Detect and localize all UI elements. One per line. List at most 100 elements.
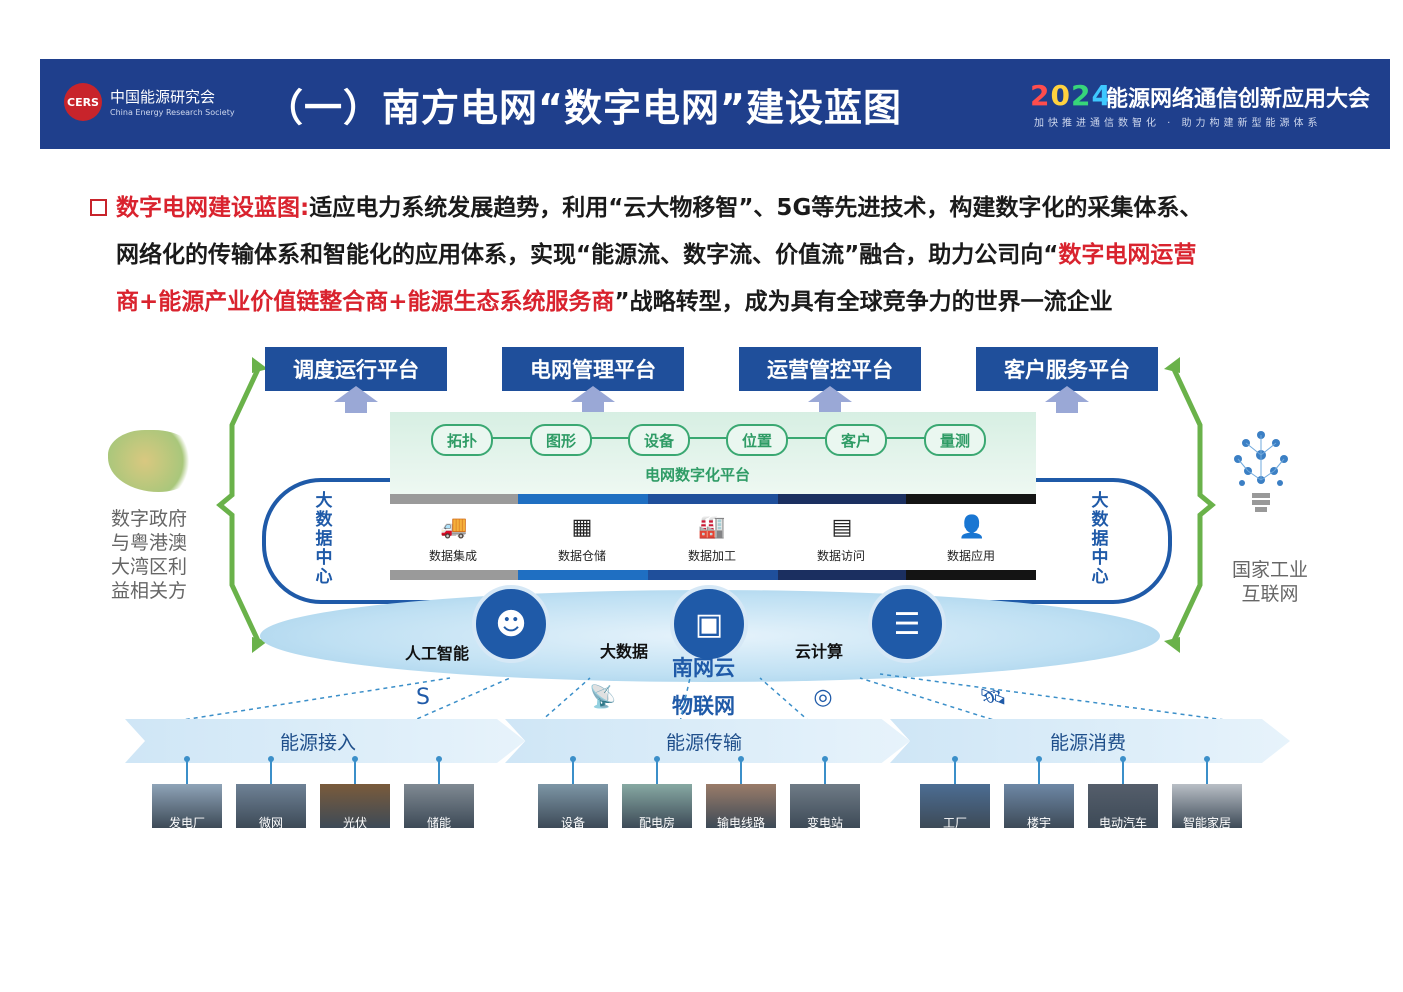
energy-photo [920, 784, 990, 828]
energy-item-label: 工厂 [942, 816, 967, 830]
connector-dot [654, 756, 660, 762]
platform-customer-service: 客户服务平台 [976, 347, 1158, 391]
energy-item-label: 配电房 [638, 816, 675, 830]
header-bar: CERS 中国能源研究会 China Energy Research Socie… [40, 59, 1390, 149]
warehouse-icon: ▦ [571, 515, 593, 540]
energy-photo [152, 784, 222, 828]
connector-pin [824, 758, 826, 784]
digital-platform-label: 电网数字化平台 [645, 466, 751, 484]
energy-photo [320, 784, 390, 828]
connector-dot [1120, 756, 1126, 762]
strip-segment [906, 570, 1036, 580]
intro-label: 数字电网建设蓝图: [116, 195, 310, 221]
node-equipment: 设备 [628, 424, 690, 456]
up-arrow-icon [334, 386, 378, 402]
left-side-line: 与粤港澳 [110, 532, 187, 554]
cloud-server-icon: ☰ [868, 585, 946, 663]
lightbulb-network-icon [1234, 431, 1288, 512]
node-connector [590, 437, 632, 439]
connector-pin [1038, 758, 1040, 784]
intro-line-1: 数字电网建设蓝图:适应电力系统发展趋势，利用“云大物移智”、5G等先进技术，构建… [116, 193, 1202, 223]
big-data-screen-icon: ▣ [670, 585, 748, 663]
tech-label-cloud-computing: 云计算 [795, 642, 844, 661]
connector-dot [822, 756, 828, 762]
energy-item-label: 电动汽车 [1098, 816, 1147, 830]
conference-subtitle: 加快推进通信数智化 · 助力构建新型能源体系 [1034, 118, 1322, 129]
platform-grid-management: 电网管理平台 [502, 347, 684, 391]
energy-band-access [125, 719, 525, 763]
connector-pin [572, 758, 574, 784]
intro-text-2: 网络化的传输体系和智能化的应用体系，实现“能源流、数字流、价值流”融合，助力公司… [116, 242, 1059, 268]
connector-dot [268, 756, 274, 762]
intro-line-2: 网络化的传输体系和智能化的应用体系，实现“能源流、数字流、价值流”融合，助力公司… [116, 240, 1196, 270]
left-bracket-arrow [216, 357, 268, 653]
node-graphics: 图形 [530, 424, 592, 456]
energy-photo [1088, 784, 1158, 828]
left-side-line: 大湾区利 [110, 556, 187, 578]
energy-item-label: 楼宇 [1026, 816, 1051, 830]
connector-dot [952, 756, 958, 762]
node-connector [786, 437, 828, 439]
strip-segment [648, 570, 778, 580]
bullet-square-icon [90, 199, 107, 216]
ai-head-icon: ☻ [472, 585, 550, 663]
year-digit: 4 [1091, 79, 1112, 112]
platform-dispatch: 调度运行平台 [265, 347, 447, 391]
strip-segment [390, 570, 518, 580]
conference-year: 2024 [1030, 79, 1112, 112]
connector-pin [186, 758, 188, 784]
func-label-application: 数据应用 [946, 549, 995, 563]
connector-pin [954, 758, 956, 784]
strip-segment [518, 494, 648, 504]
slide-title: （一）南方电网“数字电网”建设蓝图 [265, 86, 902, 130]
strip-segment [778, 570, 906, 580]
strip-segment [778, 494, 906, 504]
connector-dot [352, 756, 358, 762]
plc-icon: ◎ [813, 685, 833, 710]
intro-highlight-2: 商+能源产业价值链整合商+能源生态系统服务商 [116, 289, 615, 315]
up-arrow-icon [1045, 386, 1089, 402]
connector-pin [1206, 758, 1208, 784]
energy-item-label: 设备 [560, 816, 585, 830]
connector-dot [738, 756, 744, 762]
fiber-link-icon: S [416, 685, 430, 710]
energy-item-label: 变电站 [806, 816, 843, 830]
intro-text-1: 适应电力系统发展趋势，利用“云大物移智”、5G等先进技术，构建数字化的采集体系、 [309, 195, 1203, 221]
org-name-en: China Energy Research Society [110, 108, 235, 117]
platform-operation-control: 运营管控平台 [739, 347, 921, 391]
intro-text-3: ”战略转型，成为具有全球竞争力的世界一流企业 [614, 289, 1113, 315]
year-digit: 2 [1070, 79, 1092, 112]
up-arrow-stem [1056, 401, 1078, 413]
energy-item-label: 智能家居 [1182, 816, 1231, 830]
tech-label-ai: 人工智能 [405, 644, 470, 663]
energy-photo [236, 784, 306, 828]
up-arrow-stem [582, 401, 604, 413]
right-side-line: 国家工业 [1231, 559, 1308, 581]
energy-band-transmission [505, 719, 910, 763]
energy-photo [1004, 784, 1074, 828]
right-side-line: 互联网 [1241, 583, 1299, 605]
strip-segment [518, 570, 648, 580]
left-side-line: 数字政府 [110, 508, 187, 530]
conference-name: 能源网络通信创新应用大会 [1106, 87, 1371, 112]
org-name-cn: 中国能源研究会 [110, 88, 216, 106]
energy-photo [538, 784, 608, 828]
left-side-line: 益相关方 [110, 580, 187, 602]
cers-logo-icon: CERS [64, 83, 102, 121]
energy-label-consumption: 能源消费 [1050, 732, 1127, 754]
node-location: 位置 [726, 424, 788, 456]
intro-highlight-1: 数字电网运营 [1058, 242, 1197, 268]
left-side-text: 数字政府 与粤港澳 大湾区利 益相关方 [104, 507, 194, 603]
connector-pin [1122, 758, 1124, 784]
func-label-integration: 数据集成 [428, 549, 477, 563]
strip-segment [906, 494, 1036, 504]
energy-photo [706, 784, 776, 828]
node-connector [688, 437, 730, 439]
gba-map-icon [108, 430, 200, 492]
energy-band-consumption [890, 719, 1290, 763]
func-label-processing: 数据加工 [687, 549, 736, 563]
energy-item-label: 输电线路 [716, 816, 765, 830]
energy-label-access: 能源接入 [280, 732, 357, 754]
connector-pin [656, 758, 658, 784]
energy-item-label: 储能 [426, 816, 451, 830]
